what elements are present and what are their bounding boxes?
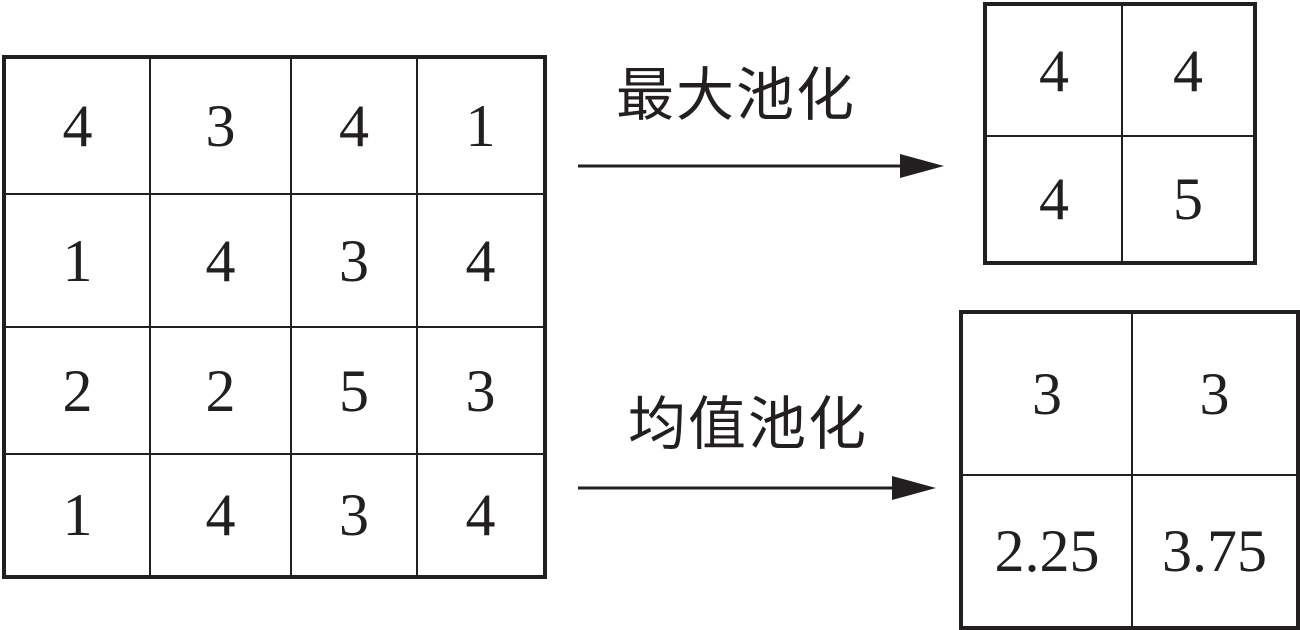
input-cell: 1 [5, 454, 150, 576]
input-cell: 4 [291, 58, 417, 194]
input-matrix: 4 3 4 1 1 4 3 4 2 2 5 3 1 4 3 4 [2, 55, 547, 579]
input-cell: 4 [417, 454, 544, 576]
input-cell: 1 [5, 194, 150, 327]
max-pooling-label: 最大池化 [616, 61, 857, 129]
input-cell: 1 [417, 58, 544, 194]
max-output-cell: 5 [1122, 136, 1254, 262]
mean-pooling-output: 3 3 2.25 3.75 [959, 310, 1300, 630]
max-output-cell: 4 [986, 136, 1122, 262]
mean-output-cell: 3 [1132, 313, 1297, 475]
max-output-cell: 4 [986, 5, 1122, 136]
input-cell: 4 [5, 58, 150, 194]
input-cell: 4 [417, 194, 544, 327]
input-cell: 2 [5, 327, 150, 454]
input-cell: 3 [291, 194, 417, 327]
mean-output-cell: 2.25 [962, 475, 1132, 627]
input-cell: 3 [291, 454, 417, 576]
mean-pooling-label: 均值池化 [628, 390, 869, 458]
input-cell: 3 [417, 327, 544, 454]
max-output-cell: 4 [1122, 5, 1254, 136]
input-cell: 5 [291, 327, 417, 454]
mean-pooling-arrow-icon [578, 476, 936, 500]
input-cell: 4 [150, 454, 291, 576]
input-cell: 4 [150, 194, 291, 327]
input-cell: 3 [150, 58, 291, 194]
mean-output-cell: 3 [962, 313, 1132, 475]
max-pooling-output: 4 4 4 5 [983, 2, 1257, 265]
max-pooling-arrow-icon [578, 154, 944, 178]
mean-output-cell: 3.75 [1132, 475, 1297, 627]
input-cell: 2 [150, 327, 291, 454]
